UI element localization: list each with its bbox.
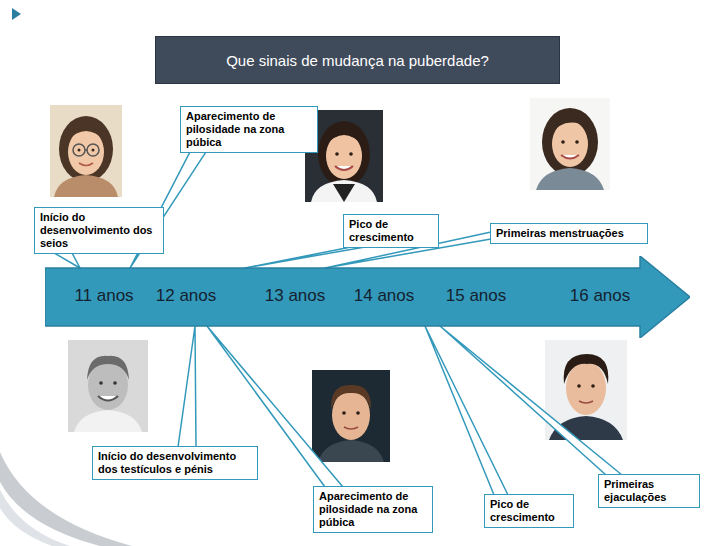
boy-photo xyxy=(312,370,390,462)
year-slot: 11 anos xyxy=(74,286,133,306)
arrow-body xyxy=(45,256,690,338)
callout-text: Primeiras ejaculações xyxy=(604,478,694,504)
year-slot: 13 anos xyxy=(265,286,326,306)
callout-text: Primeiras menstruações xyxy=(496,227,642,240)
callout-tail xyxy=(54,253,80,268)
callout-tail xyxy=(425,326,508,495)
slide-bullet xyxy=(12,8,21,20)
callout-tail xyxy=(178,326,196,447)
year-label: 14 anos xyxy=(354,286,415,305)
slide-title: Que sinais de mudança na puberdade? xyxy=(226,52,489,69)
callout-text: Pico de crescimento xyxy=(490,498,568,524)
year-label: 16 anos xyxy=(570,286,631,305)
year-label: 15 anos xyxy=(446,286,507,305)
corner-swoosh xyxy=(0,490,70,546)
year-label: 12 anos xyxy=(156,286,217,305)
year-slot: 15 anos xyxy=(446,286,507,306)
boy-photo xyxy=(68,340,148,432)
callout-box: Início do desenvolvimento dos seios xyxy=(34,207,164,254)
callout-box: Primeiras ejaculações xyxy=(598,474,700,508)
callout-text: Início do desenvolvimento dos seios xyxy=(40,211,158,250)
girl-photo xyxy=(530,98,610,190)
timeline-arrow: 11 anos 12 anos 13 anos 14 anos 15 anos 16 an… xyxy=(45,256,690,338)
callout-box: Primeiras menstruações xyxy=(490,223,648,244)
year-slot: 12 anos xyxy=(156,286,217,306)
girl-photo xyxy=(50,105,122,197)
callout-box: Aparecimento de pilosidade na zona púbic… xyxy=(180,106,318,153)
callout-tail xyxy=(440,326,622,475)
callout-box: Início do desenvolvimento dos testículos… xyxy=(92,446,258,480)
callout-box: Aparecimento de pilosidade na zona púbic… xyxy=(313,486,433,533)
callout-box: Pico de crescimento xyxy=(343,214,439,248)
year-slot: 14 anos xyxy=(354,286,415,306)
year-label: 13 anos xyxy=(265,286,326,305)
callout-text: Início do desenvolvimento dos testículos… xyxy=(98,450,252,476)
year-label: 11 anos xyxy=(74,286,133,305)
year-slot: 16 anos xyxy=(570,286,631,306)
title-box: Que sinais de mudança na puberdade? xyxy=(155,36,560,84)
callout-text: Aparecimento de pilosidade na zona púbic… xyxy=(186,110,312,149)
callout-text: Aparecimento de pilosidade na zona púbic… xyxy=(319,490,427,529)
callout-box: Pico de crescimento xyxy=(484,494,574,528)
callout-text: Pico de crescimento xyxy=(349,218,433,244)
